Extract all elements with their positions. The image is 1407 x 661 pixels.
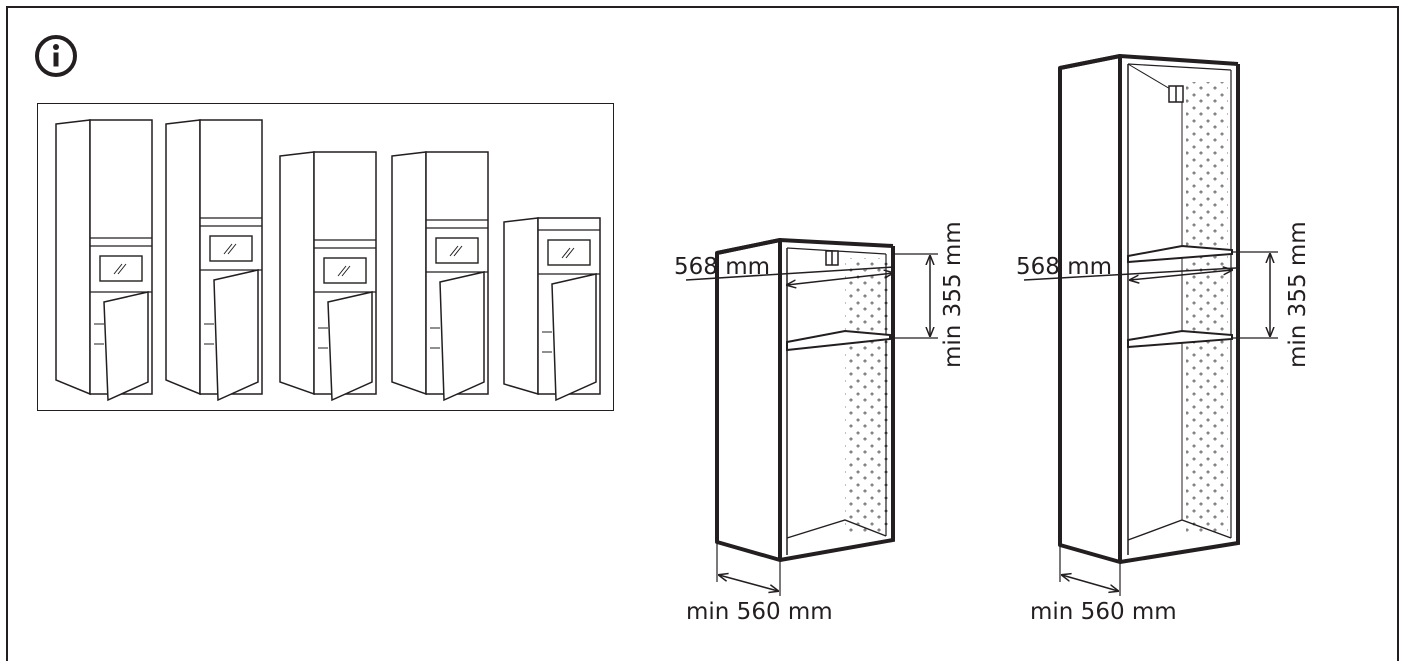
tall-cabinet-height-label: min 355 mm — [1285, 221, 1311, 368]
cabinet-variant-2 — [165, 119, 263, 402]
small-cabinet-depth-label: min 560 mm — [686, 599, 833, 625]
info-icon — [35, 35, 77, 77]
cabinet-variant-5 — [503, 217, 601, 402]
tall-cabinet-depth-label: min 560 mm — [1030, 599, 1177, 625]
cabinet-variants-panel — [37, 103, 614, 411]
small-cabinet-width-label: 568 mm — [674, 254, 771, 280]
small-cabinet-height-label: min 355 mm — [940, 221, 966, 368]
diagram-frame — [6, 6, 1399, 661]
cabinet-variants-illustration — [55, 119, 601, 402]
cabinet-variant-1 — [55, 119, 153, 402]
cabinet-variant-3 — [279, 151, 377, 402]
tall-cabinet-width-label: 568 mm — [1016, 254, 1113, 280]
cabinet-variant-4 — [391, 151, 489, 402]
